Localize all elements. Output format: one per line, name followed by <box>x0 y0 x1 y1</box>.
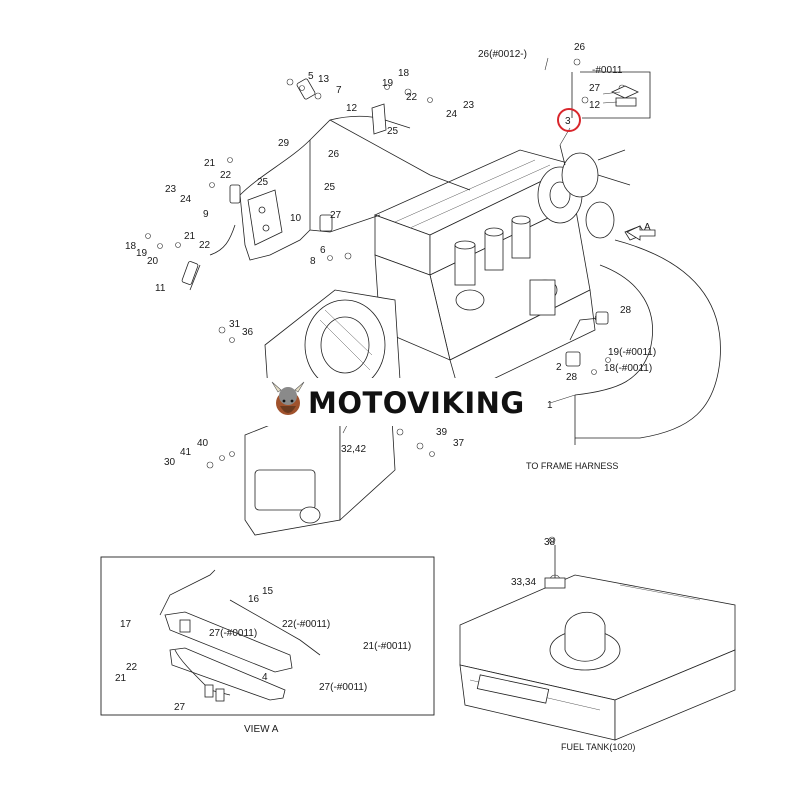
callout-7: 7 <box>336 85 342 96</box>
view-a-callout-27-0011a: 27(-#0011) <box>209 628 257 639</box>
callout-40: 40 <box>197 438 209 449</box>
callout-22a: 22 <box>406 92 418 103</box>
callout-18a: 18 <box>398 68 410 79</box>
callout-28a: 28 <box>620 305 632 316</box>
callout-1: 1 <box>547 400 553 411</box>
view-a-inset <box>100 556 435 716</box>
to-frame-harness-label: TO FRAME HARNESS <box>526 461 618 471</box>
callout-19b: 19 <box>136 248 148 259</box>
callout-32-42: 32,42 <box>341 444 366 455</box>
callout-25b: 25 <box>324 182 336 193</box>
callout-26-top: 26 <box>574 42 586 53</box>
callout-12-box: 12 <box>589 100 601 111</box>
fuel-tank-label: FUEL TANK(1020) <box>561 742 635 752</box>
callout-0011: -#0011 <box>592 65 623 76</box>
callout-27-box: 27 <box>589 83 601 94</box>
view-a-callout-27: 27 <box>174 702 186 713</box>
engine-assembly <box>244 149 631 536</box>
watermark: MOTOVIKING <box>262 378 534 426</box>
callout-23b: 23 <box>165 184 177 195</box>
callout-29: 29 <box>278 138 290 149</box>
fuel-tank <box>459 545 736 741</box>
view-a-callout-21-0011: 21(-#0011) <box>363 641 411 652</box>
callout-22b: 22 <box>220 170 232 181</box>
view-a-callout-17: 17 <box>120 619 132 630</box>
callout-20: 20 <box>147 256 159 267</box>
callout-2: 2 <box>556 362 562 373</box>
frame-harness-routing <box>559 144 721 445</box>
callout-6: 6 <box>320 245 326 256</box>
callout-22c: 22 <box>199 240 211 251</box>
callout-19a: 19 <box>382 78 394 89</box>
callout-24a: 24 <box>446 109 458 120</box>
callout-21b: 21 <box>184 231 196 242</box>
callout-28b: 28 <box>566 372 578 383</box>
callout-30: 30 <box>164 457 176 468</box>
callout-23a: 23 <box>463 100 475 111</box>
callout-10: 10 <box>290 213 302 224</box>
wiring-harness <box>181 78 471 291</box>
callout-26-0012: 26(#0012-) <box>478 49 527 60</box>
callout-18b: 18 <box>125 241 137 252</box>
view-a-arrow-label: A <box>644 222 651 233</box>
callout-9: 9 <box>203 209 209 220</box>
view-a-arrow <box>626 225 656 241</box>
callout-37: 37 <box>453 438 465 449</box>
callout-11: 11 <box>155 283 166 294</box>
callout-26a: 26 <box>328 149 340 160</box>
view-a-callout-27-0011b: 27(-#0011) <box>319 682 367 693</box>
callout-5: 5 <box>308 71 314 82</box>
detail-box-0011 <box>571 71 651 119</box>
callout-41: 41 <box>180 447 192 458</box>
callout-13: 13 <box>318 74 330 85</box>
callout-labels: 26(#0012-) 26 -#0011 27 12 3 5 13 7 19 1… <box>115 42 656 752</box>
callout-27a: 27 <box>330 210 342 221</box>
callout-33-34: 33,34 <box>511 577 536 588</box>
view-a-callout-21: 21 <box>115 673 127 684</box>
watermark-brand: MOTOVIKING <box>308 386 525 420</box>
viking-head-icon <box>271 381 305 415</box>
callout-25a: 25 <box>387 126 399 137</box>
callout-24b: 24 <box>180 194 192 205</box>
callout-18-0011: 18(-#0011) <box>604 363 652 374</box>
view-a-title: VIEW A <box>244 724 279 735</box>
callout-36: 36 <box>242 327 254 338</box>
view-a-callout-16: 16 <box>248 594 260 605</box>
view-a-callout-22-0011: 22(-#0011) <box>282 619 330 630</box>
callout-21a: 21 <box>204 158 216 169</box>
view-a-callout-22: 22 <box>126 662 138 673</box>
callout-8: 8 <box>310 256 316 267</box>
callout-25c: 25 <box>257 177 269 188</box>
callout-39: 39 <box>436 427 448 438</box>
view-a-callout-4: 4 <box>262 672 268 683</box>
callout-19-0011: 19(-#0011) <box>608 347 656 358</box>
callout-3: 3 <box>565 116 571 127</box>
callout-31: 31 <box>229 319 241 330</box>
callout-38: 38 <box>544 537 556 548</box>
highlight-circle <box>557 108 581 132</box>
callout-12a: 12 <box>346 103 358 114</box>
view-a-callout-15: 15 <box>262 586 274 597</box>
